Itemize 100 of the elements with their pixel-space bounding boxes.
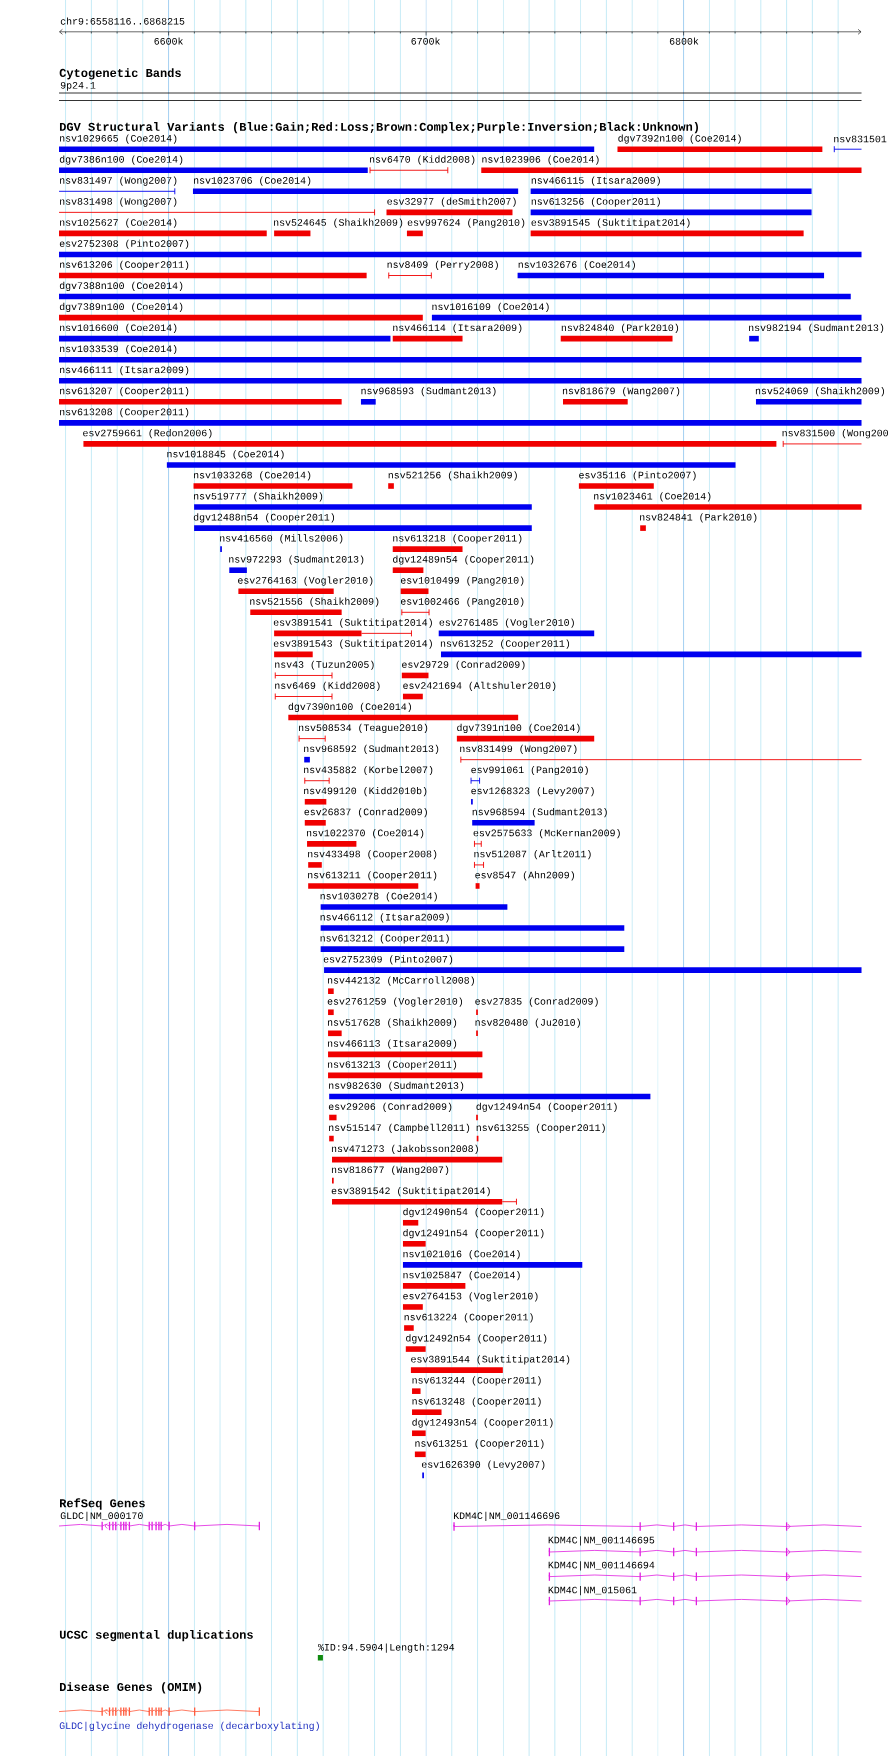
- variant-label: nsv613251 (Cooper2011): [415, 1439, 544, 1449]
- variant-label: nsv416560 (Mills2006): [220, 534, 343, 544]
- variant-label: nsv1018845 (Coe2014): [167, 450, 284, 460]
- variant-label: nsv613212 (Cooper2011): [320, 934, 449, 944]
- gene-label: KDM4C|NM_001146695: [548, 1536, 655, 1546]
- variant-label: esv3891544 (Suktitipat2014): [411, 1355, 570, 1365]
- variant-label: nsv6469 (Kidd2008): [275, 681, 380, 691]
- variant-label: nsv818677 (Wang2007): [331, 1165, 449, 1176]
- variant-label: dgv7389n100 (Coe2014): [59, 302, 183, 313]
- track-heading: DGV Structural Variants (Blue:Gain;Red:Loss;Brown:Complex;Purple:Inversion;Black:Unknown): [60, 122, 698, 134]
- variant-label: nsv1021016 (Coe2014): [403, 1250, 520, 1260]
- variant-label: nsv1033268 (Coe2014): [194, 471, 311, 481]
- variant-label: nsv613211 (Cooper2011): [308, 871, 437, 881]
- variant-label: nsv831497 (Wong2007): [60, 176, 177, 186]
- variant-label: esv1268323 (Levy2007): [471, 786, 594, 797]
- variant-label: nsv1029665 (Coe2014): [60, 134, 177, 144]
- variant-label: esv27835 (Conrad2009): [475, 997, 598, 1007]
- variant-label: esv2421694 (Altshuler2010): [403, 681, 556, 691]
- variant-label: nsv433498 (Cooper2008): [308, 850, 437, 860]
- variant-label: esv3891542 (Suktitipat2014): [331, 1186, 490, 1197]
- variant-label: nsv499120 (Kidd2010b): [304, 786, 427, 797]
- variant-label: esv1010499 (Pang2010): [400, 576, 524, 586]
- variant-label: esv2752308 (Pinto2007): [59, 239, 189, 249]
- variant-label: nsv982630 (Sudmant2013): [329, 1081, 464, 1091]
- variant-label: esv32977 (deSmith2007): [387, 197, 516, 207]
- variant-label: nsv831498 (Wong2007): [60, 197, 177, 207]
- track-heading: RefSeq Genes: [60, 1498, 145, 1510]
- variant-label: esv8547 (Ahn2009): [475, 871, 574, 881]
- gene-label: KDM4C|NM_015061: [548, 1586, 637, 1596]
- variant-label: esv997624 (Pang2010): [407, 218, 525, 228]
- variant-label: nsv613208 (Cooper2011): [60, 408, 189, 418]
- variant-label: dgv7391n100 (Coe2014): [457, 723, 580, 733]
- variant-label: esv3891543 (Suktitipat2014): [273, 639, 432, 649]
- variant-label: dgv12490n54 (Cooper2011): [403, 1207, 544, 1218]
- variant-label: nsv466115 (Itsara2009): [531, 176, 660, 186]
- variant-label: nsv6470 (Kidd2008): [369, 155, 475, 165]
- variant-label: esv2759661 (Redon2006): [83, 429, 212, 439]
- variant-label: nsv8409 (Perry2008): [387, 260, 498, 270]
- variant-label: esv2764153 (Vogler2010): [403, 1292, 538, 1302]
- variant-label: dgv12492n54 (Cooper2011): [406, 1334, 547, 1344]
- variant-label: nsv1030278 (Coe2014): [320, 892, 437, 902]
- variant-label: esv2575633 (McKernan2009): [473, 829, 620, 839]
- variant-label: esv29729 (Conrad2009): [402, 660, 525, 670]
- variant-label: nsv831500 (Wong200: [782, 429, 888, 439]
- variant-label: esv2764163 (Vogler2010): [238, 576, 373, 586]
- variant-label: nsv1023706 (Coe2014): [194, 176, 311, 186]
- variant-label: nsv613256 (Cooper2011): [531, 197, 660, 207]
- variant-label: nsv831499 (Wong2007): [460, 744, 577, 755]
- variant-label: esv2761259 (Vogler2010): [327, 997, 463, 1007]
- variant-label: nsv1032676 (Coe2014): [518, 260, 635, 270]
- axis-tick-label: 6700k: [411, 37, 440, 45]
- axis-tick-label: 6800k: [669, 37, 699, 45]
- variant-label: nsv824841 (Park2010): [640, 513, 757, 523]
- variant-label: nsv1016600 (Coe2014): [60, 323, 177, 334]
- variant-label: nsv1025627 (Coe2014): [60, 218, 177, 228]
- variant-label: nsv613207 (Cooper2011): [60, 387, 189, 397]
- variant-label: dgv12491n54 (Cooper2011): [403, 1229, 544, 1239]
- variant-label: nsv1016109 (Coe2014): [432, 302, 549, 313]
- track-heading: Disease Genes (OMIM): [60, 1682, 202, 1694]
- gene-label: GLDC|NM_000170: [60, 1511, 143, 1522]
- variant-label: nsv613244 (Cooper2011): [412, 1376, 541, 1386]
- variant-label: esv991061 (Pang2010): [471, 765, 588, 776]
- coordinate-label: chr9:6558116..6868215: [60, 17, 185, 25]
- variant-label: esv1626390 (Levy2007): [421, 1460, 545, 1470]
- variant-label: dgv12489n54 (Cooper2011): [393, 555, 534, 565]
- variant-label: esv2761485 (Vogler2010): [439, 618, 574, 628]
- variant-label: dgv7392n100 (Coe2014): [618, 134, 741, 144]
- variant-label: nsv442132 (McCarroll2008): [327, 976, 474, 986]
- variant-label: esv3891541 (Suktitipat2014): [273, 618, 432, 628]
- variant-label: esv3891545 (Suktitipat2014): [531, 218, 690, 228]
- variant-label: nsv613218 (Cooper2011): [393, 534, 522, 544]
- variant-label: nsv613206 (Cooper2011): [60, 260, 189, 270]
- variant-label: nsv524069 (Shaikh2009): [755, 387, 885, 397]
- gene-label: KDM4C|NM_001146696: [454, 1511, 560, 1522]
- variant-label: dgv12494n54 (Cooper2011): [476, 1102, 617, 1112]
- variant-label: nsv466112 (Itsara2009): [320, 913, 449, 923]
- variant-label: nsv1025847 (Coe2014): [403, 1271, 520, 1281]
- variant-label: esv1002466 (Pang2010): [400, 597, 524, 607]
- variant-label: nsv613255 (Cooper2011): [476, 1123, 605, 1133]
- variant-label: nsv508534 (Teague2010): [299, 723, 428, 733]
- disease-gene-label: GLDC|glycine dehydrogenase (decarboxylating): [59, 1721, 319, 1732]
- variant-label: nsv968593 (Sudmant2013): [361, 387, 496, 397]
- gene-label: KDM4C|NM_001146694: [548, 1561, 655, 1571]
- variant-label: nsv524645 (Shaikh2009): [274, 218, 403, 228]
- variant-label: dgv7388n100 (Coe2014): [59, 281, 183, 291]
- variant-label: dgv12493n54 (Cooper2011): [412, 1418, 553, 1428]
- variant-label: esv35116 (Pinto2007): [579, 471, 696, 481]
- variant-label: nsv613224 (Cooper2011): [404, 1313, 533, 1323]
- duplication-label: %ID:94.5904|Length:1294: [318, 1643, 455, 1653]
- variant-label: nsv982194 (Sudmant2013): [749, 323, 884, 334]
- variant-label: nsv43 (Tuzun2005): [275, 660, 374, 670]
- variant-label: nsv435882 (Korbel2007): [304, 765, 433, 776]
- variant-label: nsv512087 (Arlt2011): [474, 850, 591, 860]
- variant-label: nsv613252 (Cooper2011): [440, 639, 570, 649]
- variant-label: nsv471273 (Jakobsson2008): [331, 1144, 478, 1155]
- variant-label: nsv613248 (Cooper2011): [412, 1397, 541, 1407]
- variant-label: nsv818679 (Wang2007): [562, 387, 680, 397]
- variant-label: nsv1023461 (Coe2014): [594, 492, 711, 502]
- axis-tick-label: 6600k: [154, 37, 183, 45]
- variant-label: dgv12488n54 (Cooper2011): [193, 513, 335, 523]
